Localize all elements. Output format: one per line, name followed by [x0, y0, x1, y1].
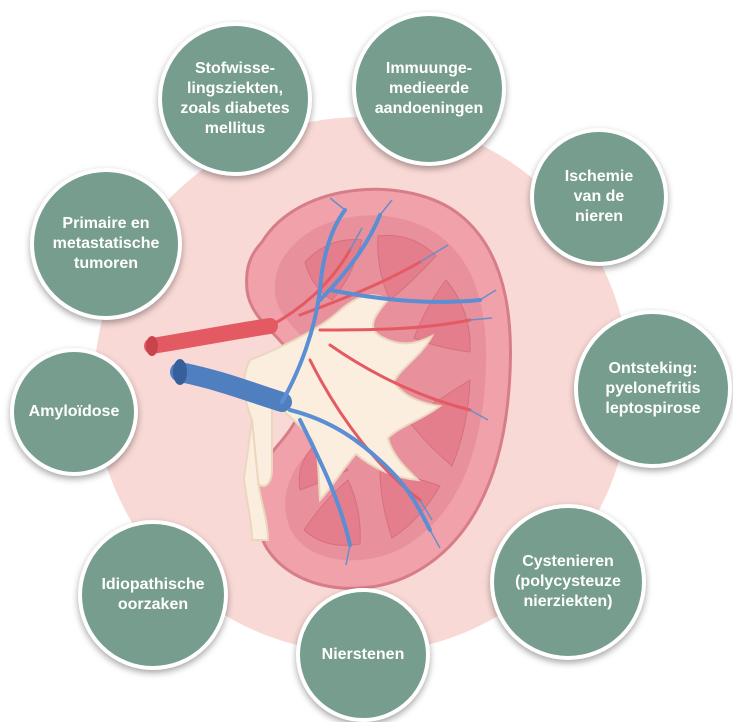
- cause-ischemie: Ischemie van de nieren: [530, 128, 668, 266]
- cause-ontsteking: Ontsteking: pyelonefritis leptospirose: [574, 310, 732, 468]
- cause-idiopathische: Idiopathische oorzaken: [78, 520, 228, 670]
- cause-label: Cystenieren (polycysteuze nierziekten): [515, 552, 621, 612]
- cause-label: Stofwisse- lingsziekten, zoals diabetes …: [180, 59, 289, 139]
- vein-opening: [173, 359, 187, 385]
- cause-label: Immuunge- medieerde aandoeningen: [375, 59, 483, 119]
- artery-opening: [146, 336, 158, 356]
- cause-cystenieren: Cystenieren (polycysteuze nierziekten): [490, 504, 646, 660]
- cause-label: Primaire en metastatische tumoren: [53, 214, 160, 274]
- cause-amyloidose: Amyloïdose: [10, 348, 138, 476]
- cause-label: Nierstenen: [322, 645, 405, 665]
- cause-label: Idiopathische oorzaken: [101, 575, 204, 615]
- cause-stofwisselingsziekten: Stofwisse- lingsziekten, zoals diabetes …: [158, 22, 312, 176]
- cause-label: Ischemie van de nieren: [565, 167, 633, 227]
- cause-nierstenen: Nierstenen: [296, 588, 430, 722]
- cause-label: Ontsteking: pyelonefritis leptospirose: [605, 359, 700, 419]
- cause-immuungemedieerde: Immuunge- medieerde aandoeningen: [352, 12, 506, 166]
- cause-label: Amyloïdose: [29, 402, 120, 422]
- cause-primaire: Primaire en metastatische tumoren: [30, 168, 182, 320]
